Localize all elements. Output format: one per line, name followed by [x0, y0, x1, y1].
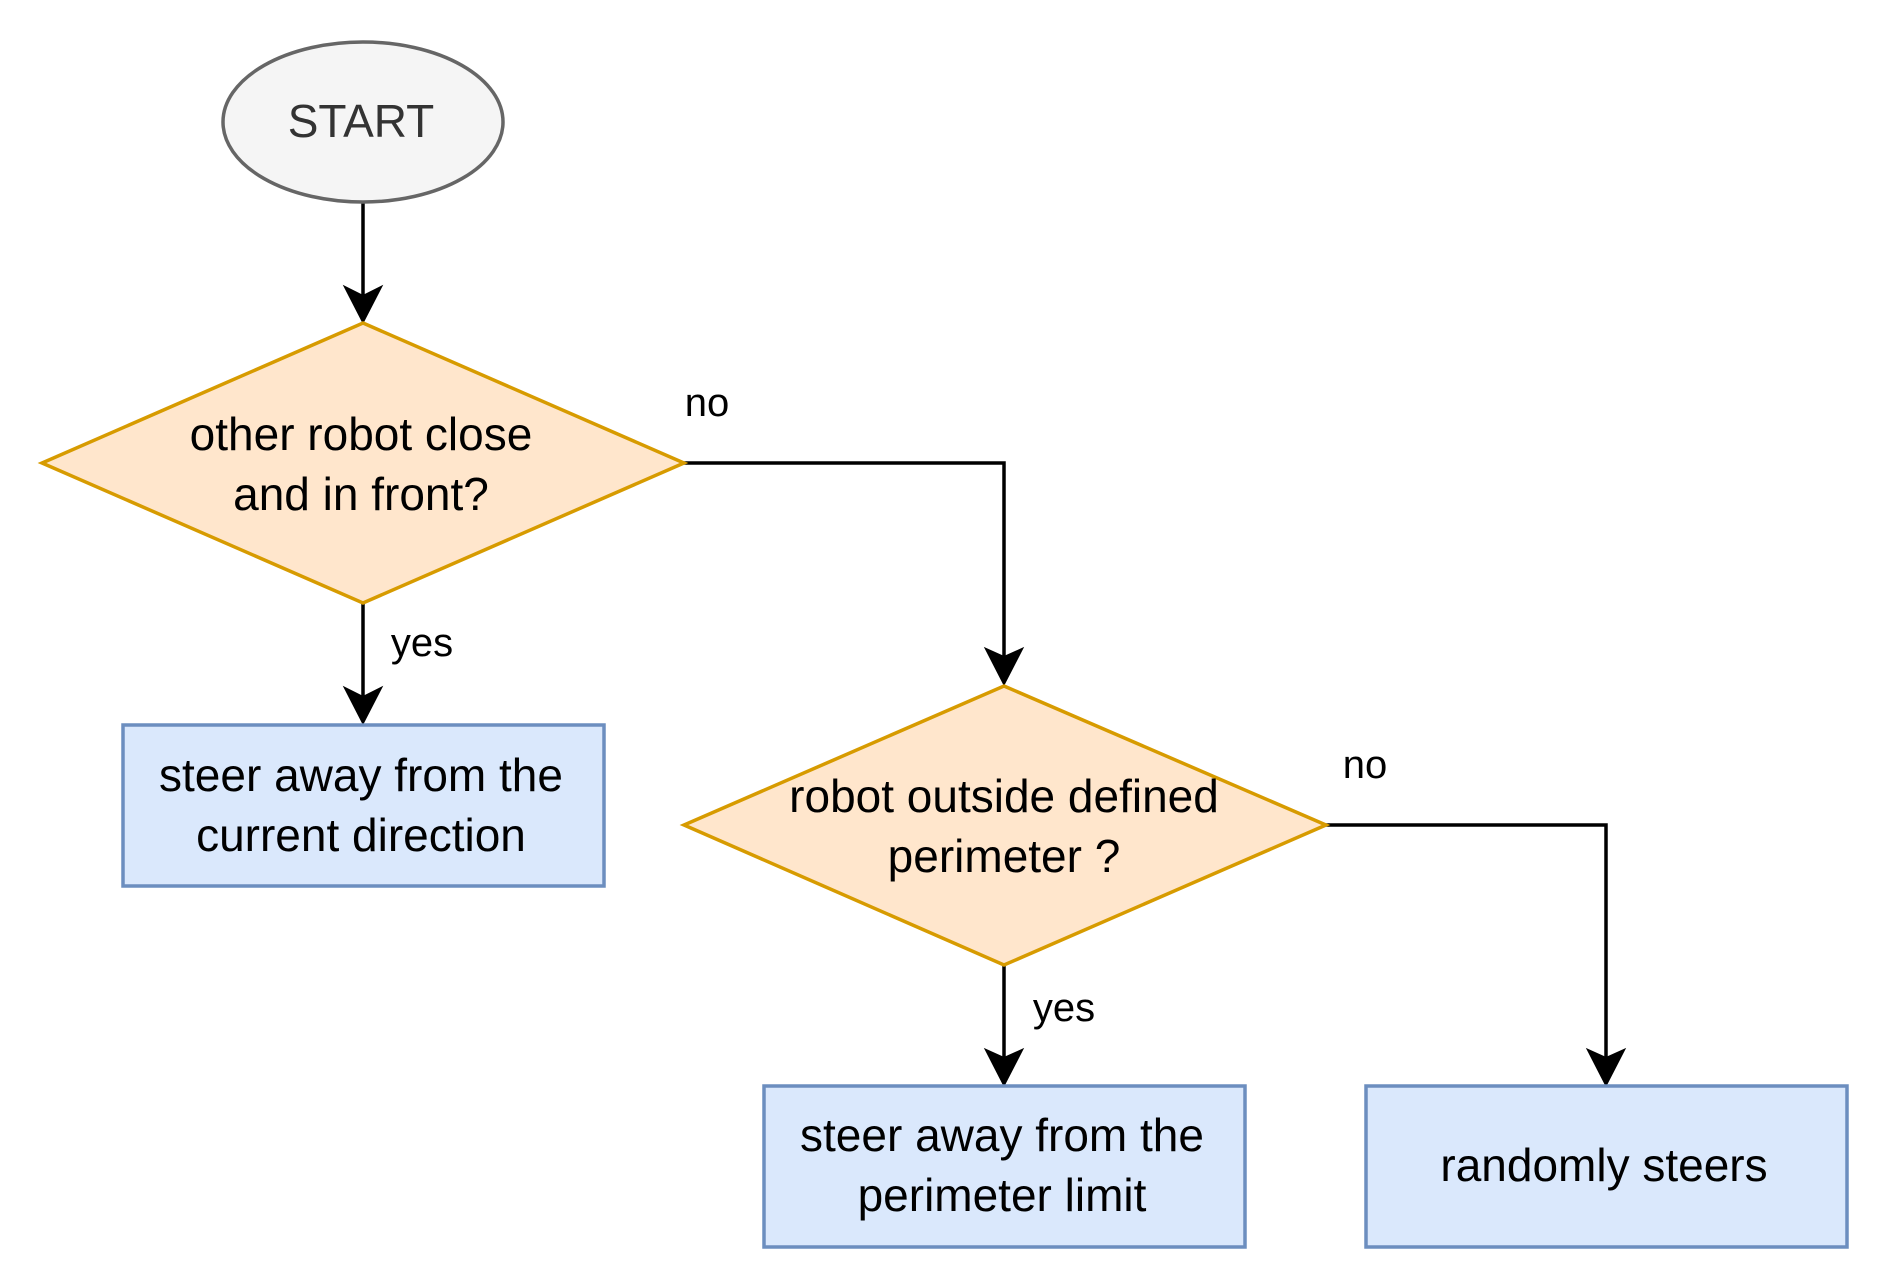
action1-line2: current direction	[196, 809, 526, 861]
label-d2-yes: yes	[1033, 986, 1095, 1030]
arrowhead-action3	[1585, 1047, 1627, 1088]
action1-line1: steer away from the	[159, 749, 563, 801]
arrowhead-action2	[983, 1047, 1025, 1088]
start-label: START	[288, 95, 435, 147]
arrowhead-action1	[342, 685, 384, 726]
decision2-diamond	[679, 684, 1331, 967]
decision1-diamond	[37, 321, 689, 605]
action-randomly-steers: randomly steers	[1364, 1084, 1849, 1249]
action-steer-current: steer away from the current direction	[121, 723, 606, 888]
edges	[342, 203, 1627, 1088]
decision-outside-perimeter: robot outside defined perimeter ?	[679, 684, 1331, 967]
action3-label: randomly steers	[1440, 1139, 1767, 1191]
decision2-line2: perimeter ?	[888, 830, 1121, 882]
decision1-line2: and in front?	[233, 468, 489, 520]
decision1-line1: other robot close	[190, 408, 533, 460]
decision-other-robot: other robot close and in front?	[37, 321, 689, 605]
action2-line1: steer away from the	[800, 1109, 1204, 1161]
action2-line2: perimeter limit	[858, 1169, 1147, 1221]
action1-box	[121, 723, 606, 888]
label-d1-no: no	[685, 381, 730, 425]
start-node: START	[221, 40, 505, 204]
action3-box	[1364, 1084, 1849, 1249]
edge-decision1-to-decision2	[684, 461, 1006, 657]
arrowhead-decision1	[342, 284, 384, 325]
label-d1-yes: yes	[391, 621, 453, 665]
action-steer-perimeter: steer away from the perimeter limit	[762, 1084, 1247, 1249]
start-ellipse	[221, 40, 505, 204]
action2-box	[762, 1084, 1247, 1249]
label-d2-no: no	[1343, 743, 1388, 787]
edge-decision2-to-action3	[1326, 823, 1608, 1058]
decision2-line1: robot outside defined	[789, 770, 1219, 822]
arrowhead-decision2	[983, 646, 1025, 687]
edge-labels: no yes no yes	[391, 381, 1387, 1030]
